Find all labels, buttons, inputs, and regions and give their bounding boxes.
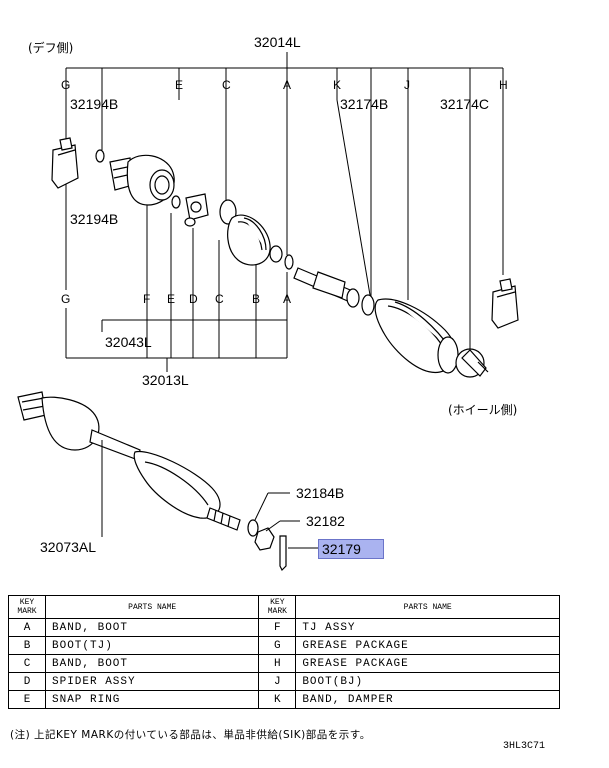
table-row: D SPIDER ASSY J BOOT(BJ) xyxy=(8,672,560,691)
key-cell: D xyxy=(8,672,46,691)
driveshaft-assembly-icon xyxy=(17,391,287,572)
key-cell: F xyxy=(258,618,297,637)
top-key-k: K xyxy=(333,78,342,92)
snap-ring-icon xyxy=(95,149,105,163)
name-cell: BAND, BOOT xyxy=(44,654,260,673)
key-cell: C xyxy=(8,654,46,673)
part-32073AL-label[interactable]: 32073AL xyxy=(40,539,97,555)
top-key-h: H xyxy=(499,78,508,92)
name-cell: GREASE PACKAGE xyxy=(295,636,560,655)
name-cell: GREASE PACKAGE xyxy=(295,654,560,673)
boot-tj-icon xyxy=(227,214,283,266)
spider-assy-icon xyxy=(184,193,209,227)
name-cell: SNAP RING xyxy=(44,690,260,709)
part-32182-label[interactable]: 32182 xyxy=(306,513,345,529)
footnote: (注) 上記KEY MARKの付いている部品は、単品非供給(SIK)部品を示す。 xyxy=(10,729,371,741)
table-row: C BAND, BOOT H GREASE PACKAGE xyxy=(8,654,560,673)
name-cell: BOOT(BJ) xyxy=(295,672,560,691)
wheel-spindle-icon xyxy=(455,348,489,378)
key-cell: B xyxy=(8,636,46,655)
key-mark-header-2: KEY MARK xyxy=(258,595,297,619)
key-mark-header: KEY MARK xyxy=(8,595,46,619)
name-cell: BOOT(TJ) xyxy=(44,636,260,655)
part-32014L-label[interactable]: 32014L xyxy=(254,34,301,50)
table-row: E SNAP RING K BAND, DAMPER xyxy=(8,690,560,709)
table-row: A BAND, BOOT F TJ ASSY xyxy=(8,618,560,637)
top-key-e: E xyxy=(175,78,184,92)
key-cell: A xyxy=(8,618,46,637)
parts-name-header: PARTS NAME xyxy=(44,595,260,619)
bottom-key-a: A xyxy=(283,292,292,306)
key-cell: E xyxy=(8,690,46,709)
parts-name-header-2: PARTS NAME xyxy=(295,595,560,619)
part-32179-label[interactable]: 32179 xyxy=(318,539,384,559)
grease-package-left-icon xyxy=(51,137,79,189)
key-cell: H xyxy=(258,654,297,673)
grease-package-right-icon xyxy=(491,278,519,329)
parts-table: KEY MARK PARTS NAME KEY MARK PARTS NAME … xyxy=(8,595,560,709)
part-32174B-label[interactable]: 32174B xyxy=(340,96,389,112)
top-key-c: C xyxy=(222,78,231,92)
top-key-g: G xyxy=(61,78,71,92)
boot-bj-icon xyxy=(374,298,459,374)
top-key-j: J xyxy=(404,78,410,92)
bottom-key-f: F xyxy=(143,292,151,306)
part-32184B-label[interactable]: 32184B xyxy=(296,485,345,501)
part-32013L-label[interactable]: 32013L xyxy=(142,372,189,388)
nut-icon xyxy=(254,527,275,551)
key-cell: K xyxy=(258,690,297,709)
key-cell: G xyxy=(258,636,297,655)
bottom-key-b: B xyxy=(252,292,261,306)
key-cell: J xyxy=(258,672,297,691)
table-row: B BOOT(TJ) G GREASE PACKAGE xyxy=(8,636,560,655)
name-cell: SPIDER ASSY xyxy=(44,672,260,691)
top-key-a: A xyxy=(283,78,292,92)
band-boot-a-icon xyxy=(284,254,294,270)
name-cell: BAND, BOOT xyxy=(44,618,260,637)
parts-table-header: KEY MARK PARTS NAME KEY MARK PARTS NAME xyxy=(8,595,560,619)
wheel-side-label: (ホイール側) xyxy=(448,403,518,417)
bottom-key-e: E xyxy=(167,292,176,306)
snap-ring-e-icon xyxy=(171,195,181,209)
damper-icon xyxy=(346,288,360,308)
drawing-code: 3HL3C71 xyxy=(503,741,546,752)
washer-icon xyxy=(247,519,259,537)
bottom-key-c: C xyxy=(215,292,224,306)
parts-diagram xyxy=(17,52,519,572)
part-32174C-label[interactable]: 32174C xyxy=(440,96,490,112)
part-32194B-top-label[interactable]: 32194B xyxy=(70,96,119,112)
part-32043L-label[interactable]: 32043L xyxy=(105,334,152,350)
name-cell: BAND, DAMPER xyxy=(295,690,560,709)
bottom-key-g: G xyxy=(61,292,71,306)
part-32194B-mid-label[interactable]: 32194B xyxy=(70,211,119,227)
cotter-pin-icon xyxy=(279,535,287,572)
diff-side-label: (デフ側) xyxy=(28,41,74,55)
bottom-key-d: D xyxy=(189,292,198,306)
tj-assy-icon xyxy=(109,154,175,206)
name-cell: TJ ASSY xyxy=(295,618,560,637)
